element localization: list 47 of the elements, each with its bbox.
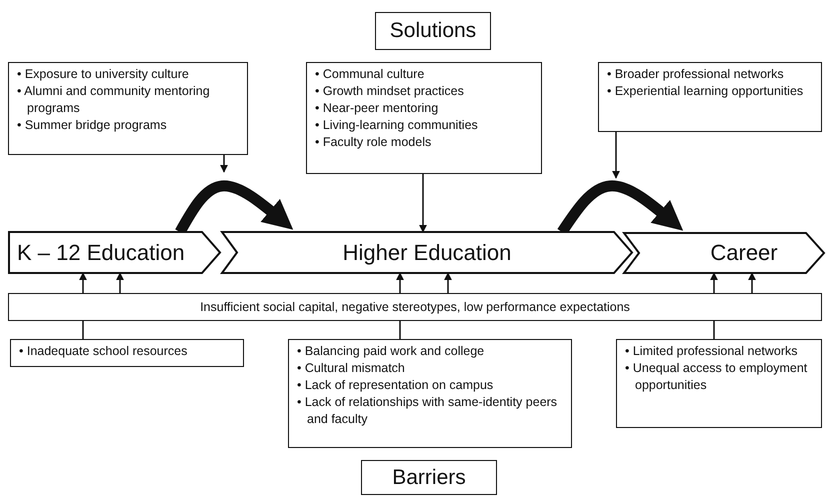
connector-line bbox=[82, 321, 84, 339]
stage-label: Higher Education bbox=[342, 240, 512, 266]
barrier-band bbox=[8, 293, 822, 321]
stage-banner bbox=[9, 232, 220, 273]
bullet-list-box bbox=[10, 339, 244, 367]
bullet-list-box bbox=[306, 62, 542, 174]
heading-text: Barriers bbox=[392, 466, 466, 490]
bullet-list-box bbox=[8, 62, 248, 155]
bullet-item: • Growth mindset practices bbox=[315, 83, 465, 100]
arrow bbox=[612, 132, 620, 179]
bullet-item: • Near-peer mentoring bbox=[315, 100, 440, 117]
bullet-item: • Summer bridge programs bbox=[17, 117, 168, 134]
arrow bbox=[220, 155, 228, 173]
bullet-list-box bbox=[616, 339, 822, 428]
arrow bbox=[710, 272, 718, 293]
bullet-item: • Lack of representation on campus bbox=[297, 377, 494, 394]
bullet-item: • Lack of relationships with same-identity peers and faculty bbox=[297, 394, 558, 428]
connector-line bbox=[399, 321, 401, 339]
arrow bbox=[396, 272, 404, 293]
bullet-item: • Balancing paid work and college bbox=[297, 343, 486, 360]
bullet-item: • Experiential learning opportunities bbox=[607, 83, 804, 100]
bullet-item: • Inadequate school resources bbox=[19, 343, 188, 360]
section-heading-box bbox=[361, 460, 497, 495]
bullet-list-box bbox=[598, 62, 822, 132]
section-heading-box bbox=[375, 12, 491, 50]
arrow bbox=[116, 272, 124, 293]
bullet-item: • Unequal access to employment opportunities bbox=[625, 360, 808, 394]
stage-banner bbox=[624, 233, 824, 273]
bullet-item: • Cultural mismatch bbox=[297, 360, 406, 377]
arrow bbox=[748, 272, 756, 293]
bullet-item: • Living-learning communities bbox=[315, 117, 479, 134]
bullet-item: • Broader professional networks bbox=[607, 66, 785, 83]
arrow bbox=[419, 174, 427, 233]
stage-label: K – 12 Education bbox=[17, 240, 185, 266]
bullet-item: • Faculty role models bbox=[315, 134, 432, 151]
bullet-item: • Communal culture bbox=[315, 66, 426, 83]
bullet-item: • Alumni and community mentoring programs bbox=[17, 83, 211, 117]
bullet-item: • Exposure to university culture bbox=[17, 66, 190, 83]
stage-banner bbox=[222, 232, 632, 273]
arrow bbox=[79, 272, 87, 293]
arrow bbox=[444, 272, 452, 293]
bullet-item: • Limited professional networks bbox=[625, 343, 799, 360]
heading-text: Solutions bbox=[390, 19, 476, 43]
barrier-text: Insufficient social capital, negative stereotypes, low performance expectations bbox=[200, 300, 630, 314]
bullet-list-box bbox=[288, 339, 572, 448]
stage-label: Career bbox=[710, 240, 778, 266]
connector-line bbox=[713, 321, 715, 339]
